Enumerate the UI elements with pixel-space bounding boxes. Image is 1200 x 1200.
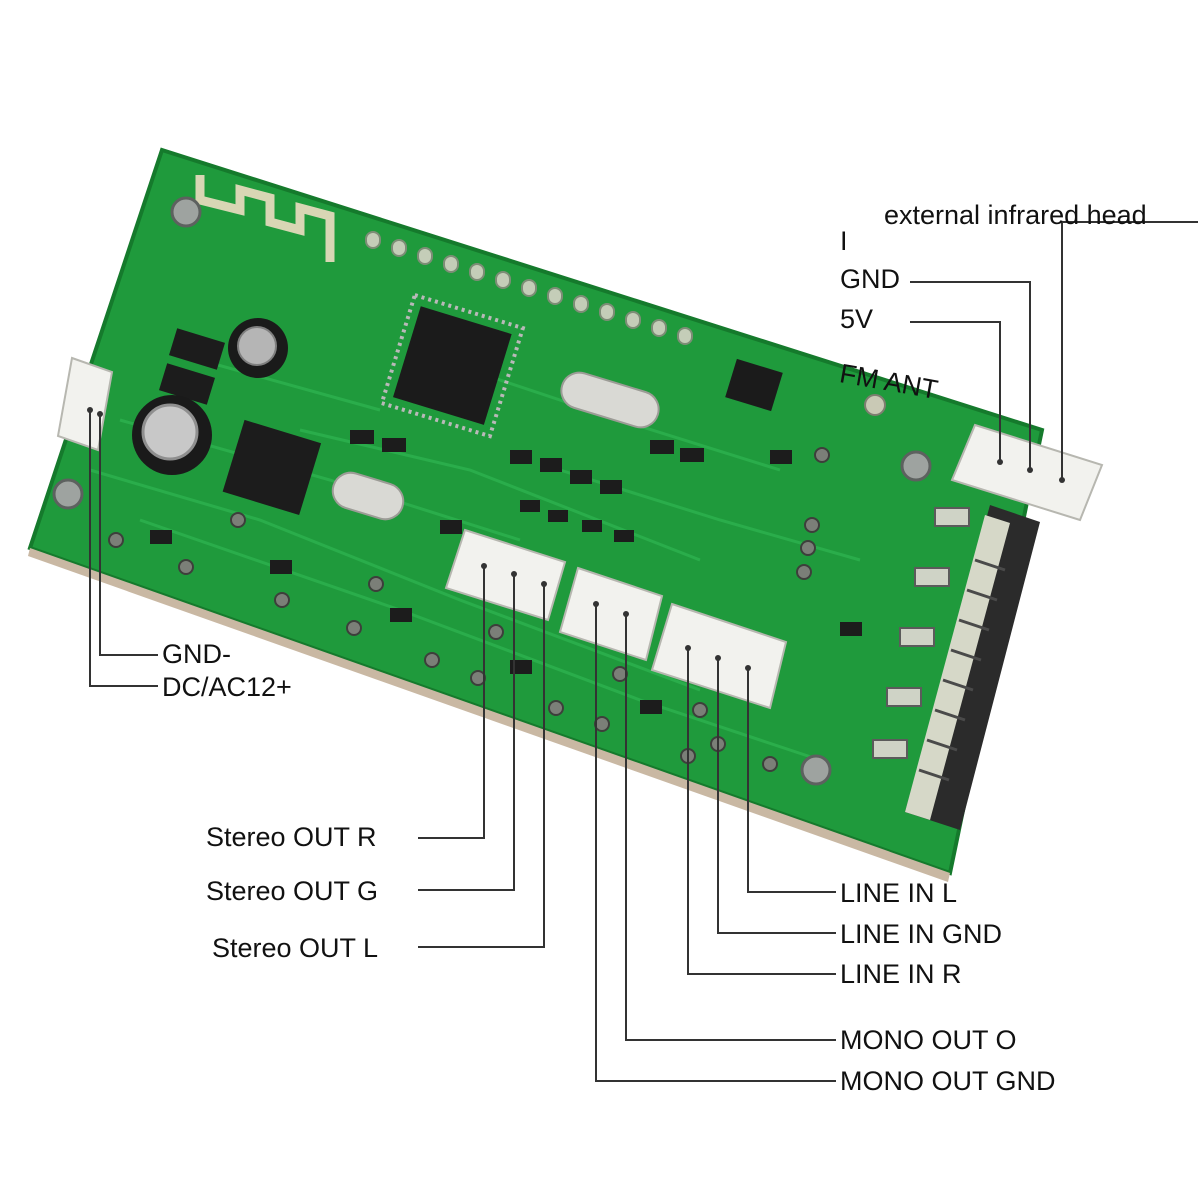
diode-2 [158,363,216,405]
smd-components [150,430,862,714]
pcb-board [27,147,1104,882]
mounting-screw [52,196,932,786]
label-mono-out-o: MONO OUT O [840,1025,1017,1055]
label-external-infrared-head: external infrared head [884,200,1147,230]
microcontroller-chip [379,292,526,439]
label-stereo-out-g: Stereo OUT G [206,876,379,906]
label-ir-5v: 5V [840,304,874,334]
voltage-regulator [222,419,322,516]
label-stereo-out-r: Stereo OUT R [206,822,377,852]
label-power-dc: DC/AC12+ [162,672,292,702]
label-power-gnd: GND- [162,639,231,669]
fm-ant-pad [864,394,886,416]
leader-lines [89,221,1198,1082]
crystal-oscillator [331,371,660,521]
label-ir-i: I [840,226,848,256]
card-slot [872,505,1040,830]
label-line-in-gnd: LINE IN GND [840,919,1003,949]
label-line-in-r: LINE IN R [840,959,962,989]
diode-1 [168,328,226,370]
label-line-in-l: LINE IN L [840,878,958,908]
label-stereo-out-l: Stereo OUT L [212,933,379,963]
antenna-trace [195,175,335,262]
eeprom-chip [725,358,783,412]
label-mono-out-gnd: MONO OUT GND [840,1066,1056,1096]
electrolytic-capacitor [132,318,288,475]
header-pins [365,231,693,345]
label-ir-gnd: GND [840,264,900,294]
